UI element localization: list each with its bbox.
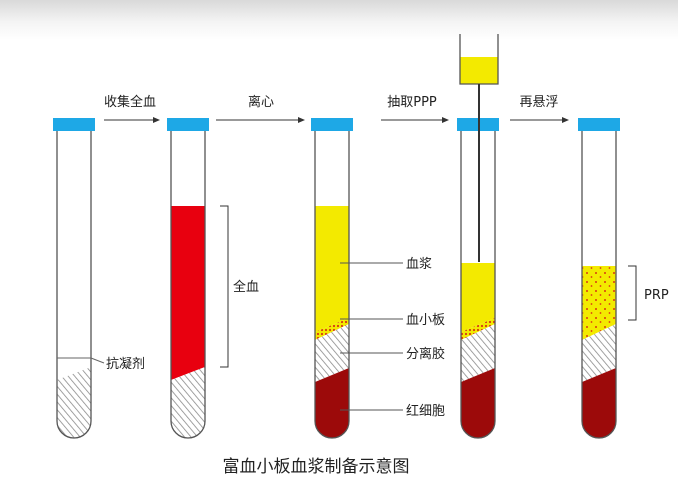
prp-label: PRP [644,288,669,303]
tube-glass [581,130,617,439]
step-label: 再悬浮 [519,95,558,110]
anticoagulant-label: 抗凝剂 [106,356,145,372]
separation-gel-label: 分离胶 [406,346,445,362]
tube-1 [53,118,95,439]
bracket-line [220,205,229,368]
tube-glass [56,130,92,439]
step-4: 再悬浮 [510,95,569,123]
step-2: 离心 [216,94,305,123]
bracket-line [628,265,637,321]
layer-callouts: 血浆 血小板 分离胶 红细胞 [340,257,445,419]
tube-5 [578,118,620,439]
red-cells-label: 红细胞 [406,403,445,419]
step-1: 收集全血 [104,94,160,123]
platelets-label: 血小板 [406,313,445,328]
gel-layer [582,324,616,382]
whole-blood-bracket: 全血 [220,205,259,368]
leader-line [90,357,105,364]
tube-glass [460,130,496,439]
anticoagulant-layer [57,367,91,438]
gel-layer [315,324,349,382]
whole-blood-label: 全血 [233,279,259,295]
tube-3 [311,118,353,439]
arrow-head-icon [153,117,160,123]
anticoagulant-callout: 抗凝剂 [57,356,145,372]
tube-glass [170,130,206,439]
plasma-layer [461,263,495,332]
step-label: 抽取PPP [387,95,437,110]
arrow-head-icon [298,117,305,123]
tube-2 [167,118,209,439]
gel-layer [461,324,495,382]
step-label: 收集全血 [104,94,156,110]
red-cell-layer [315,368,349,438]
prp-bracket: PRP [628,265,669,321]
red-cell-layer [582,368,616,438]
tube-cap [167,118,209,131]
syringe [459,34,499,262]
plasma-layer [315,206,349,332]
tube-4 [457,34,499,439]
platelet-layer [315,318,349,340]
tube-cap [311,118,353,131]
red-cell-layer [461,368,495,438]
platelet-layer [461,318,495,340]
tube-cap [578,118,620,131]
diagram-caption: 富血小板血浆制备示意图 [223,457,410,477]
syringe-ppp [460,57,498,84]
step-label: 离心 [248,94,274,110]
step-3: 抽取PPP [381,95,449,123]
whole-blood-layer [171,206,205,380]
arrow-head-icon [442,117,449,123]
arrow-head-icon [562,117,569,123]
top-shadow [0,0,678,40]
tube-glass [314,130,350,439]
anticoagulant-layer [171,367,205,438]
tube-cap [53,118,95,131]
plasma-label: 血浆 [406,257,432,272]
prp-layer [582,266,616,340]
